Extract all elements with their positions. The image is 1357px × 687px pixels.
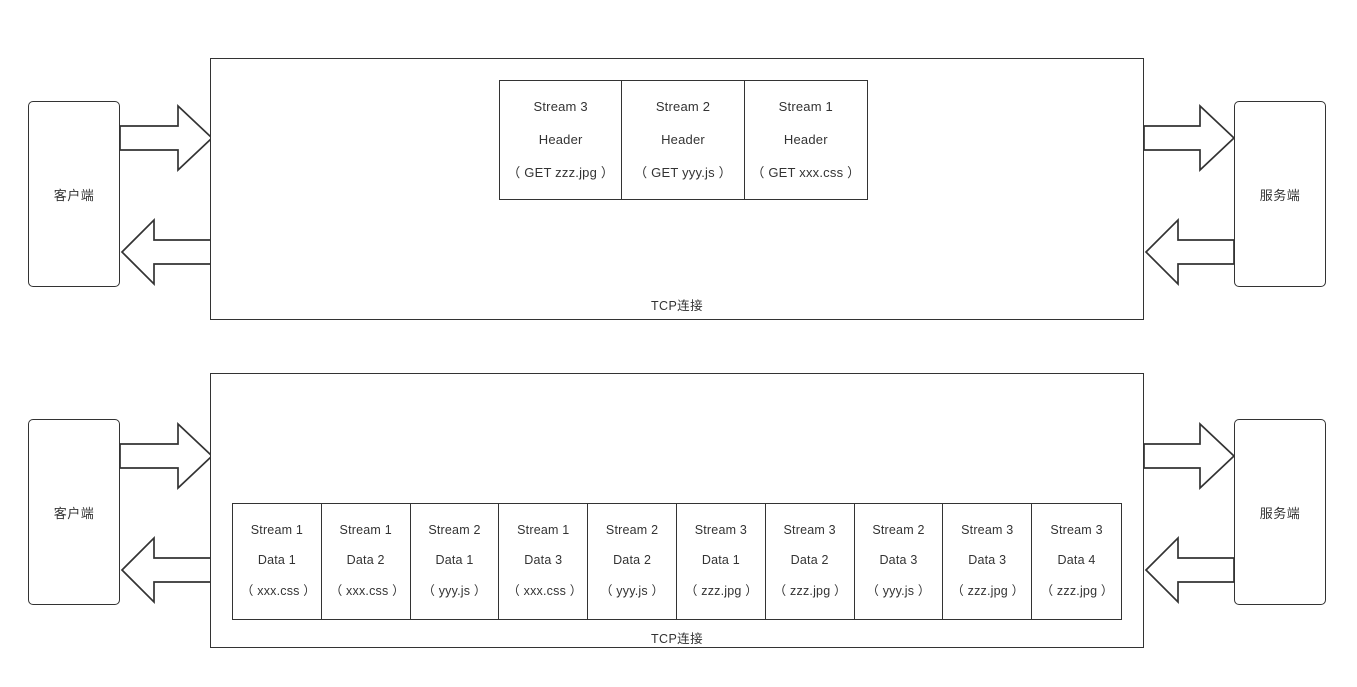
frame-resource-label: （ zzz.jpg ） (773, 584, 847, 599)
client-to-server-arrow-top (119, 104, 214, 172)
frame-stream-label: Stream 3 (533, 99, 588, 115)
server-label-bottom: 服务端 (1259, 505, 1301, 521)
frame-resource-label: （ xxx.css ） (329, 584, 405, 599)
frame-kind-label: Header (783, 132, 828, 148)
frame-stream-label: Stream 3 (694, 523, 748, 537)
frame-kind-label: Data 1 (435, 553, 474, 568)
data-frame-cell: Stream 3 Data 3 （ zzz.jpg ） (943, 504, 1033, 619)
tcp-connection-label-bottom: TCP连接 (650, 632, 703, 646)
frame-resource-label: （ GET zzz.jpg ） (507, 165, 615, 181)
server-to-client-arrow-top (120, 217, 214, 287)
frame-stream-label: Stream 3 (783, 523, 836, 537)
header-frame-cell: Stream 3 Header （ GET zzz.jpg ） (500, 81, 623, 199)
frame-stream-label: Stream 3 (961, 523, 1014, 537)
frame-kind-label: Data 3 (524, 553, 563, 568)
header-frame-cell: Stream 1 Header （ GET xxx.css ） (744, 81, 867, 199)
frame-stream-label: Stream 2 (655, 99, 711, 115)
frame-resource-label: （ zzz.jpg ） (951, 584, 1025, 599)
tcp-connection-label-top: TCP连接 (650, 299, 703, 313)
frame-resource-label: （ yyy.js ） (866, 584, 931, 599)
server-to-tcp-arrow-bottom (1144, 535, 1236, 605)
header-frame-cell: Stream 2 Header （ GET yyy.js ） (622, 81, 745, 199)
frame-kind-label: Header (538, 132, 583, 148)
frame-kind-label: Data 1 (701, 553, 740, 568)
frame-resource-label: （ GET yyy.js ） (634, 165, 732, 181)
server-to-client-arrow-bottom (120, 535, 214, 605)
data-frame-cell: Stream 1 Data 1 （ xxx.css ） (233, 504, 322, 619)
data-frame-cell: Stream 2 Data 2 （ yyy.js ） (588, 504, 677, 619)
frame-kind-label: Data 3 (968, 553, 1007, 568)
tcp-to-server-arrow-bottom (1143, 422, 1236, 490)
server-box-bottom: 服务端 (1234, 419, 1326, 605)
frame-stream-label: Stream 1 (339, 523, 392, 537)
header-frames-row: Stream 3 Header （ GET zzz.jpg ） Stream 2… (499, 80, 868, 200)
client-box-bottom: 客户端 (28, 419, 120, 605)
frame-kind-label: Data 1 (257, 553, 296, 568)
client-label-top: 客户端 (53, 187, 95, 203)
client-label-bottom: 客户端 (53, 505, 95, 521)
frame-resource-label: （ yyy.js ） (599, 584, 665, 599)
frame-kind-label: Data 3 (879, 553, 918, 568)
frame-stream-label: Stream 1 (778, 99, 833, 115)
frame-kind-label: Data 4 (1057, 553, 1096, 568)
data-frame-cell: Stream 3 Data 2 （ zzz.jpg ） (765, 504, 855, 619)
data-frame-cell: Stream 3 Data 1 （ zzz.jpg ） (676, 504, 766, 619)
data-frame-cell: Stream 1 Data 3 （ xxx.css ） (499, 504, 589, 619)
frame-resource-label: （ zzz.jpg ） (684, 584, 758, 599)
frame-resource-label: （ GET xxx.css ） (751, 165, 861, 181)
data-frames-row: Stream 1 Data 1 （ xxx.css ） Stream 1 Data 2 （… (232, 503, 1122, 620)
frame-resource-label: （ zzz.jpg ） (1040, 584, 1114, 599)
frame-stream-label: Stream 1 (517, 523, 570, 537)
frame-resource-label: （ yyy.js ） (422, 584, 487, 599)
client-to-server-arrow-bottom (119, 422, 214, 490)
frame-stream-label: Stream 1 (250, 523, 304, 537)
frame-stream-label: Stream 3 (1050, 523, 1103, 537)
tcp-to-server-arrow-top (1143, 104, 1236, 172)
client-box-top: 客户端 (28, 101, 120, 287)
server-label-top: 服务端 (1259, 187, 1301, 203)
data-frame-cell: Stream 2 Data 3 （ yyy.js ） (854, 504, 944, 619)
data-frame-cell: Stream 3 Data 4 （ zzz.jpg ） (1032, 504, 1121, 619)
frame-kind-label: Data 2 (790, 553, 829, 568)
data-frame-cell: Stream 2 Data 1 （ yyy.js ） (410, 504, 500, 619)
frame-resource-label: （ xxx.css ） (507, 584, 583, 599)
frame-kind-label: Data 2 (346, 553, 385, 568)
server-box-top: 服务端 (1234, 101, 1326, 287)
frame-stream-label: Stream 2 (872, 523, 925, 537)
frame-stream-label: Stream 2 (605, 523, 659, 537)
frame-stream-label: Stream 2 (428, 523, 481, 537)
frame-kind-label: Data 2 (613, 553, 652, 568)
frame-kind-label: Header (661, 132, 705, 148)
data-frame-cell: Stream 1 Data 2 （ xxx.css ） (321, 504, 411, 619)
server-to-tcp-arrow-top (1144, 217, 1236, 287)
frame-resource-label: （ xxx.css ） (240, 584, 317, 599)
